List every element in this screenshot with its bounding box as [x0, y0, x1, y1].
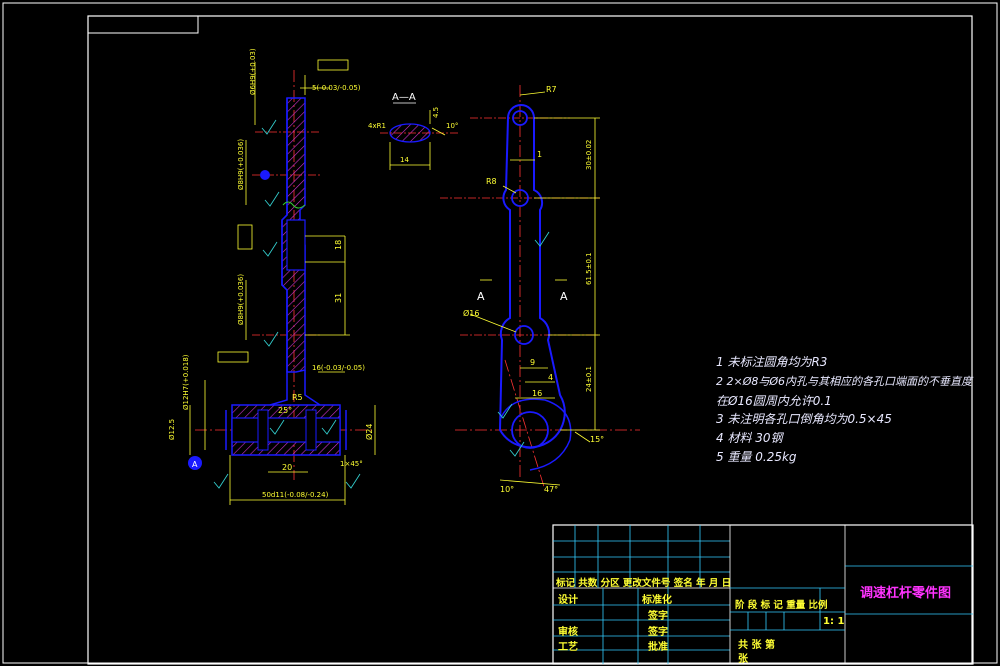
left-hub-relief-right: [305, 409, 317, 451]
note-3: 3 未注明各孔口倒角均为0.5×45: [716, 412, 892, 426]
note-1: 1 未标注圆角均为R3: [716, 355, 828, 369]
title-block-sign-2: 签字: [648, 627, 668, 638]
lever-hole-top: [512, 110, 528, 126]
section-label: A—A: [392, 92, 416, 103]
dim-angle-25: 25°: [278, 406, 292, 415]
front-view: R7 1 30±0.02 R8 61.5±0.1 A A Ø16 9 4 16 …: [440, 85, 640, 494]
dim-4: 4: [548, 373, 553, 382]
dim-4xr1: 4xR1: [368, 122, 386, 130]
dim-phi16: Ø16: [463, 308, 479, 318]
title-block-grid: [552, 524, 974, 665]
dim-4-5: 4.5: [432, 107, 440, 118]
title-block-design: 设计: [558, 595, 578, 606]
view-marker-a: [188, 456, 202, 470]
dim-r7: R7: [546, 85, 557, 94]
dim-9: 9: [530, 358, 535, 367]
dim-50: 50d11(-0.08/-0.24): [262, 491, 329, 499]
section-a-a-view: A—A 4xR1 4.5 10° 14: [368, 92, 460, 170]
title-block-standardize: 标准化: [642, 595, 672, 606]
dim-top-offset: 5(-0.03/-0.05): [312, 84, 361, 92]
dim-16-front: 16: [532, 389, 542, 398]
title-block-review: 审核: [558, 627, 578, 638]
title-block-sign: 签字: [648, 611, 668, 622]
left-hub-bore: [231, 417, 341, 443]
note-5: 5 重量 0.25kg: [716, 450, 797, 464]
left-hub-neck-right: [304, 370, 321, 406]
title-block-process: 工艺: [558, 642, 578, 653]
dim-hole-mid: Ø8H9(+0.036): [237, 139, 245, 190]
view-marker-a-label: A: [192, 460, 198, 469]
tolerance-frame-top: [317, 59, 349, 71]
title-block-header-row: 标记 共数 分区 更改文件号 签名 年 月 日: [556, 578, 732, 589]
drawing-title: 调速杠杆零件图: [860, 586, 952, 601]
corner-code-box: [87, 15, 199, 34]
lever-hole-mid: [511, 189, 529, 207]
dim-30: 30±0.02: [585, 140, 593, 170]
tolerance-frame-low: [217, 351, 249, 363]
note-2b: 在Ø16圆周内允许0.1: [716, 394, 832, 408]
dim-24: Ø24: [364, 424, 374, 440]
dim-31: 31: [334, 293, 343, 303]
dim-15deg: 15°: [590, 435, 604, 444]
dim-hole-lower: Ø8H9(+0.036): [237, 274, 245, 325]
dim-10deg-section: 10°: [446, 122, 458, 130]
dim-47deg: 47°: [544, 485, 558, 494]
dim-18: 18: [334, 240, 343, 250]
dim-r8: R8: [486, 177, 497, 186]
title-block-scale: 1: 1: [823, 616, 845, 627]
inner-frame: [87, 15, 973, 665]
section-mark-right: A: [560, 290, 568, 303]
lever-hub-bore: [511, 411, 549, 449]
section-mark-left: A: [477, 290, 485, 303]
tolerance-frame-mid: [237, 224, 253, 250]
title-block-sheets: 共 张 第: [738, 640, 775, 651]
dim-hole-top: Ø6H9(+0.03): [249, 48, 257, 95]
left-hub-neck: [269, 372, 288, 406]
dim-24-2: 24±0.1: [585, 366, 593, 392]
dim-1: 1: [537, 150, 542, 159]
lever-hub-flange: [499, 398, 572, 471]
note-4: 4 材料 30钢: [716, 431, 783, 445]
lever-hole-low: [514, 325, 534, 345]
dim-12-5: Ø12.5: [168, 419, 176, 440]
title-block-stage-labels: 阶 段 标 记 重量 比例: [735, 600, 828, 611]
left-view: Ø6H9(+0.03) 5(-0.03/-0.05) Ø8H9(+0.036) …: [168, 48, 376, 505]
dim-chamfer: 1×45°: [340, 460, 363, 468]
left-arm-slot: [286, 219, 306, 271]
dim-10deg-front: 10°: [500, 485, 514, 494]
note-2: 2 2×Ø8与Ø6内孔与其相应的各孔口端面的不垂直度: [716, 375, 973, 388]
dim-20: 20: [282, 463, 292, 472]
dim-61-5: 61.5±0.1: [585, 252, 593, 285]
lever-body-outline: [498, 104, 566, 449]
dim-14: 14: [400, 156, 409, 164]
dim-16: 16(-0.03/-0.05): [312, 364, 365, 372]
dim-hole-12: Ø12H7(+0.018): [182, 354, 190, 410]
title-block-sheet-extra: 张: [738, 654, 748, 665]
datum-marker-top: [260, 170, 270, 180]
title-block-approve: 批准: [648, 642, 668, 653]
left-hub-relief-left: [257, 409, 269, 451]
dim-r5: R5: [292, 393, 303, 402]
break-line: [282, 201, 306, 209]
left-arm-outline: [281, 98, 288, 372]
